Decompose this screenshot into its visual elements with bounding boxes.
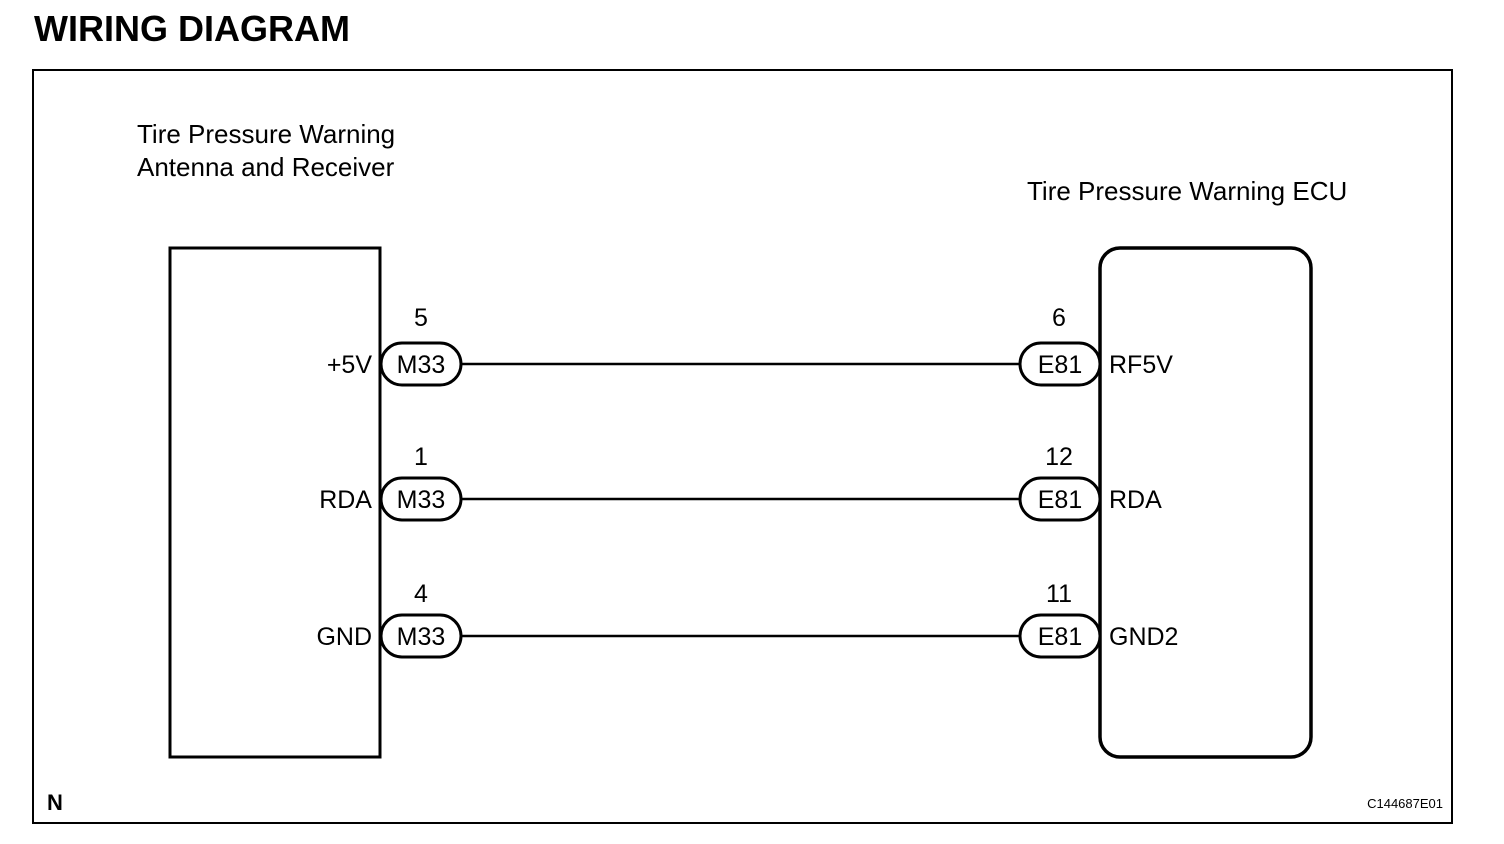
right-pin-number: 11 <box>1046 580 1072 608</box>
left-connector-label: M33 <box>397 623 446 651</box>
left-connector <box>379 613 463 659</box>
wire-row: M33 E81 4 11 GND GND2 <box>316 580 1178 659</box>
left-pin-number: 4 <box>414 580 428 608</box>
right-connector-label: E81 <box>1038 623 1082 651</box>
left-connector <box>379 476 463 522</box>
corner-label: N <box>47 790 63 815</box>
left-terminal-name: +5V <box>327 351 373 379</box>
right-component-name: Tire Pressure Warning ECU <box>1027 176 1347 206</box>
right-connector-label: E81 <box>1038 486 1082 514</box>
wire-row: M33 E81 1 12 RDA RDA <box>319 443 1162 522</box>
left-terminal-name: RDA <box>319 486 372 514</box>
left-connector-label: M33 <box>397 351 446 379</box>
left-component-name-line2: Antenna and Receiver <box>137 152 395 182</box>
right-terminal-name: RF5V <box>1109 351 1173 379</box>
wire-row: M33 E81 5 6 +5V RF5V <box>327 304 1173 387</box>
left-pin-number: 1 <box>414 443 428 471</box>
figure-id: C144687E01 <box>1367 796 1443 811</box>
diagram-frame <box>32 69 1453 824</box>
right-pin-number: 12 <box>1045 443 1073 471</box>
right-connector <box>1018 613 1102 659</box>
right-connector <box>1018 341 1102 387</box>
right-terminal-name: RDA <box>1109 486 1162 514</box>
left-terminal-name: GND <box>316 623 372 651</box>
right-pin-number: 6 <box>1052 304 1066 332</box>
left-connector <box>379 341 463 387</box>
right-terminal-name: GND2 <box>1109 623 1178 651</box>
left-component-name-line1: Tire Pressure Warning <box>137 119 395 149</box>
right-connector <box>1018 476 1102 522</box>
page-title: WIRING DIAGRAM <box>34 8 350 49</box>
left-pin-number: 5 <box>414 304 428 332</box>
left-connector-label: M33 <box>397 486 446 514</box>
right-connector-label: E81 <box>1038 351 1082 379</box>
